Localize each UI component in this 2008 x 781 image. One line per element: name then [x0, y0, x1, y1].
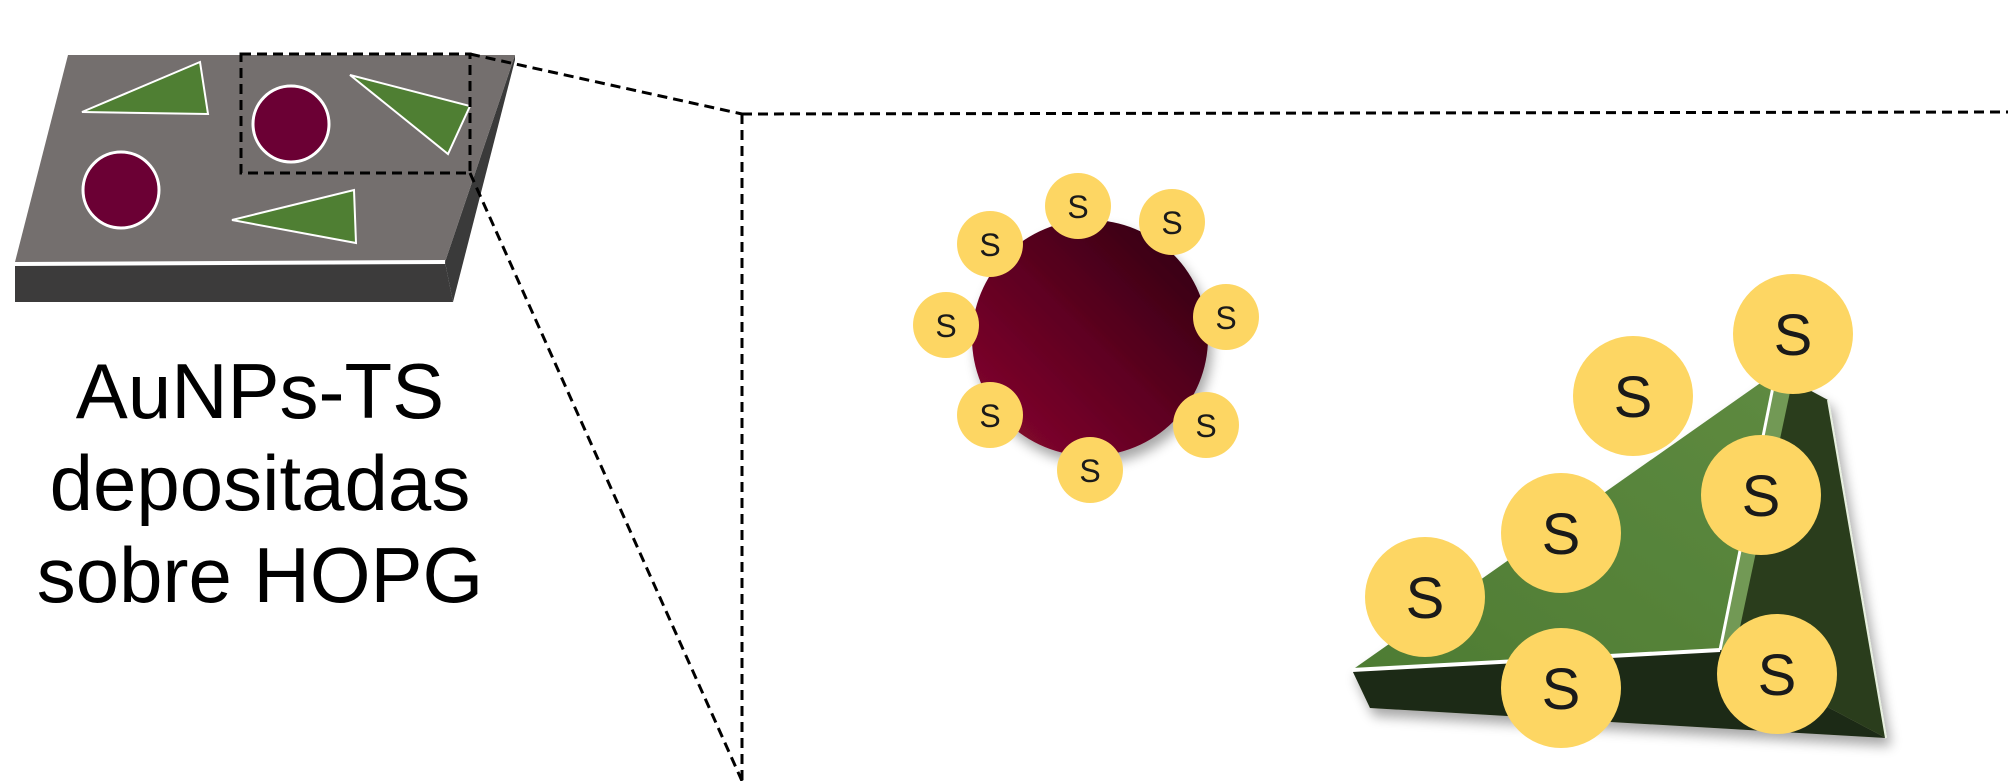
small-sphere-2 — [81, 150, 161, 230]
svg-text:S: S — [1758, 643, 1797, 708]
thiol-ligand: S — [913, 292, 979, 358]
substrate-side — [15, 262, 453, 302]
svg-text:S: S — [1774, 303, 1813, 368]
small-triangle-1 — [81, 60, 210, 116]
thiol-ligand: S — [1139, 189, 1205, 255]
thiol-ligand: S — [1701, 435, 1821, 555]
gold-nanotriangle: S S S S S S S — [1351, 274, 1887, 748]
caption-line-2: depositadas — [49, 439, 471, 527]
svg-text:S: S — [1742, 464, 1781, 529]
caption-line-1: AuNPs-TS — [75, 347, 445, 435]
thiol-ligand: S — [1501, 628, 1621, 748]
svg-text:S: S — [1079, 453, 1100, 489]
thiol-ligand: S — [1717, 614, 1837, 734]
small-sphere-1 — [251, 84, 331, 164]
thiol-ligand: S — [1365, 537, 1485, 657]
triangle-ligands: S S S S S S S — [1365, 274, 1853, 748]
hopg-substrate — [14, 55, 515, 302]
svg-text:S: S — [1161, 205, 1182, 241]
svg-text:S: S — [1406, 566, 1445, 631]
thiol-ligand: S — [957, 382, 1023, 448]
caption-line-3: sobre HOPG — [36, 531, 484, 619]
substrate-top — [15, 55, 515, 262]
svg-text:S: S — [1067, 189, 1088, 225]
thiol-ligand: S — [1573, 336, 1693, 456]
thiol-ligand: S — [1733, 274, 1853, 394]
svg-text:S: S — [1195, 408, 1216, 444]
small-triangle-2 — [349, 74, 472, 156]
thiol-ligand: S — [1173, 392, 1239, 458]
svg-text:S: S — [1614, 365, 1653, 430]
thiol-ligand: S — [1501, 473, 1621, 593]
thiol-ligand: S — [1193, 284, 1259, 350]
substrate-caption: AuNPs-TS depositadas sobre HOPG — [0, 345, 520, 621]
svg-text:S: S — [1215, 300, 1236, 336]
zoom-lines — [468, 52, 2008, 781]
svg-text:S: S — [935, 308, 956, 344]
svg-text:S: S — [979, 398, 1000, 434]
substrate-right-side — [445, 55, 515, 302]
thiol-ligand: S — [957, 211, 1023, 277]
svg-text:S: S — [979, 227, 1000, 263]
sphere-ligands: S S S S S S S S — [913, 173, 1259, 503]
zoom-selection-box — [239, 52, 472, 175]
thiol-ligand: S — [1057, 437, 1123, 503]
gold-nanosphere: S S S S S S S S — [913, 173, 1259, 503]
svg-text:S: S — [1542, 502, 1581, 567]
svg-text:S: S — [1542, 657, 1581, 722]
thiol-ligand: S — [1045, 173, 1111, 239]
small-triangle-3 — [231, 188, 358, 245]
